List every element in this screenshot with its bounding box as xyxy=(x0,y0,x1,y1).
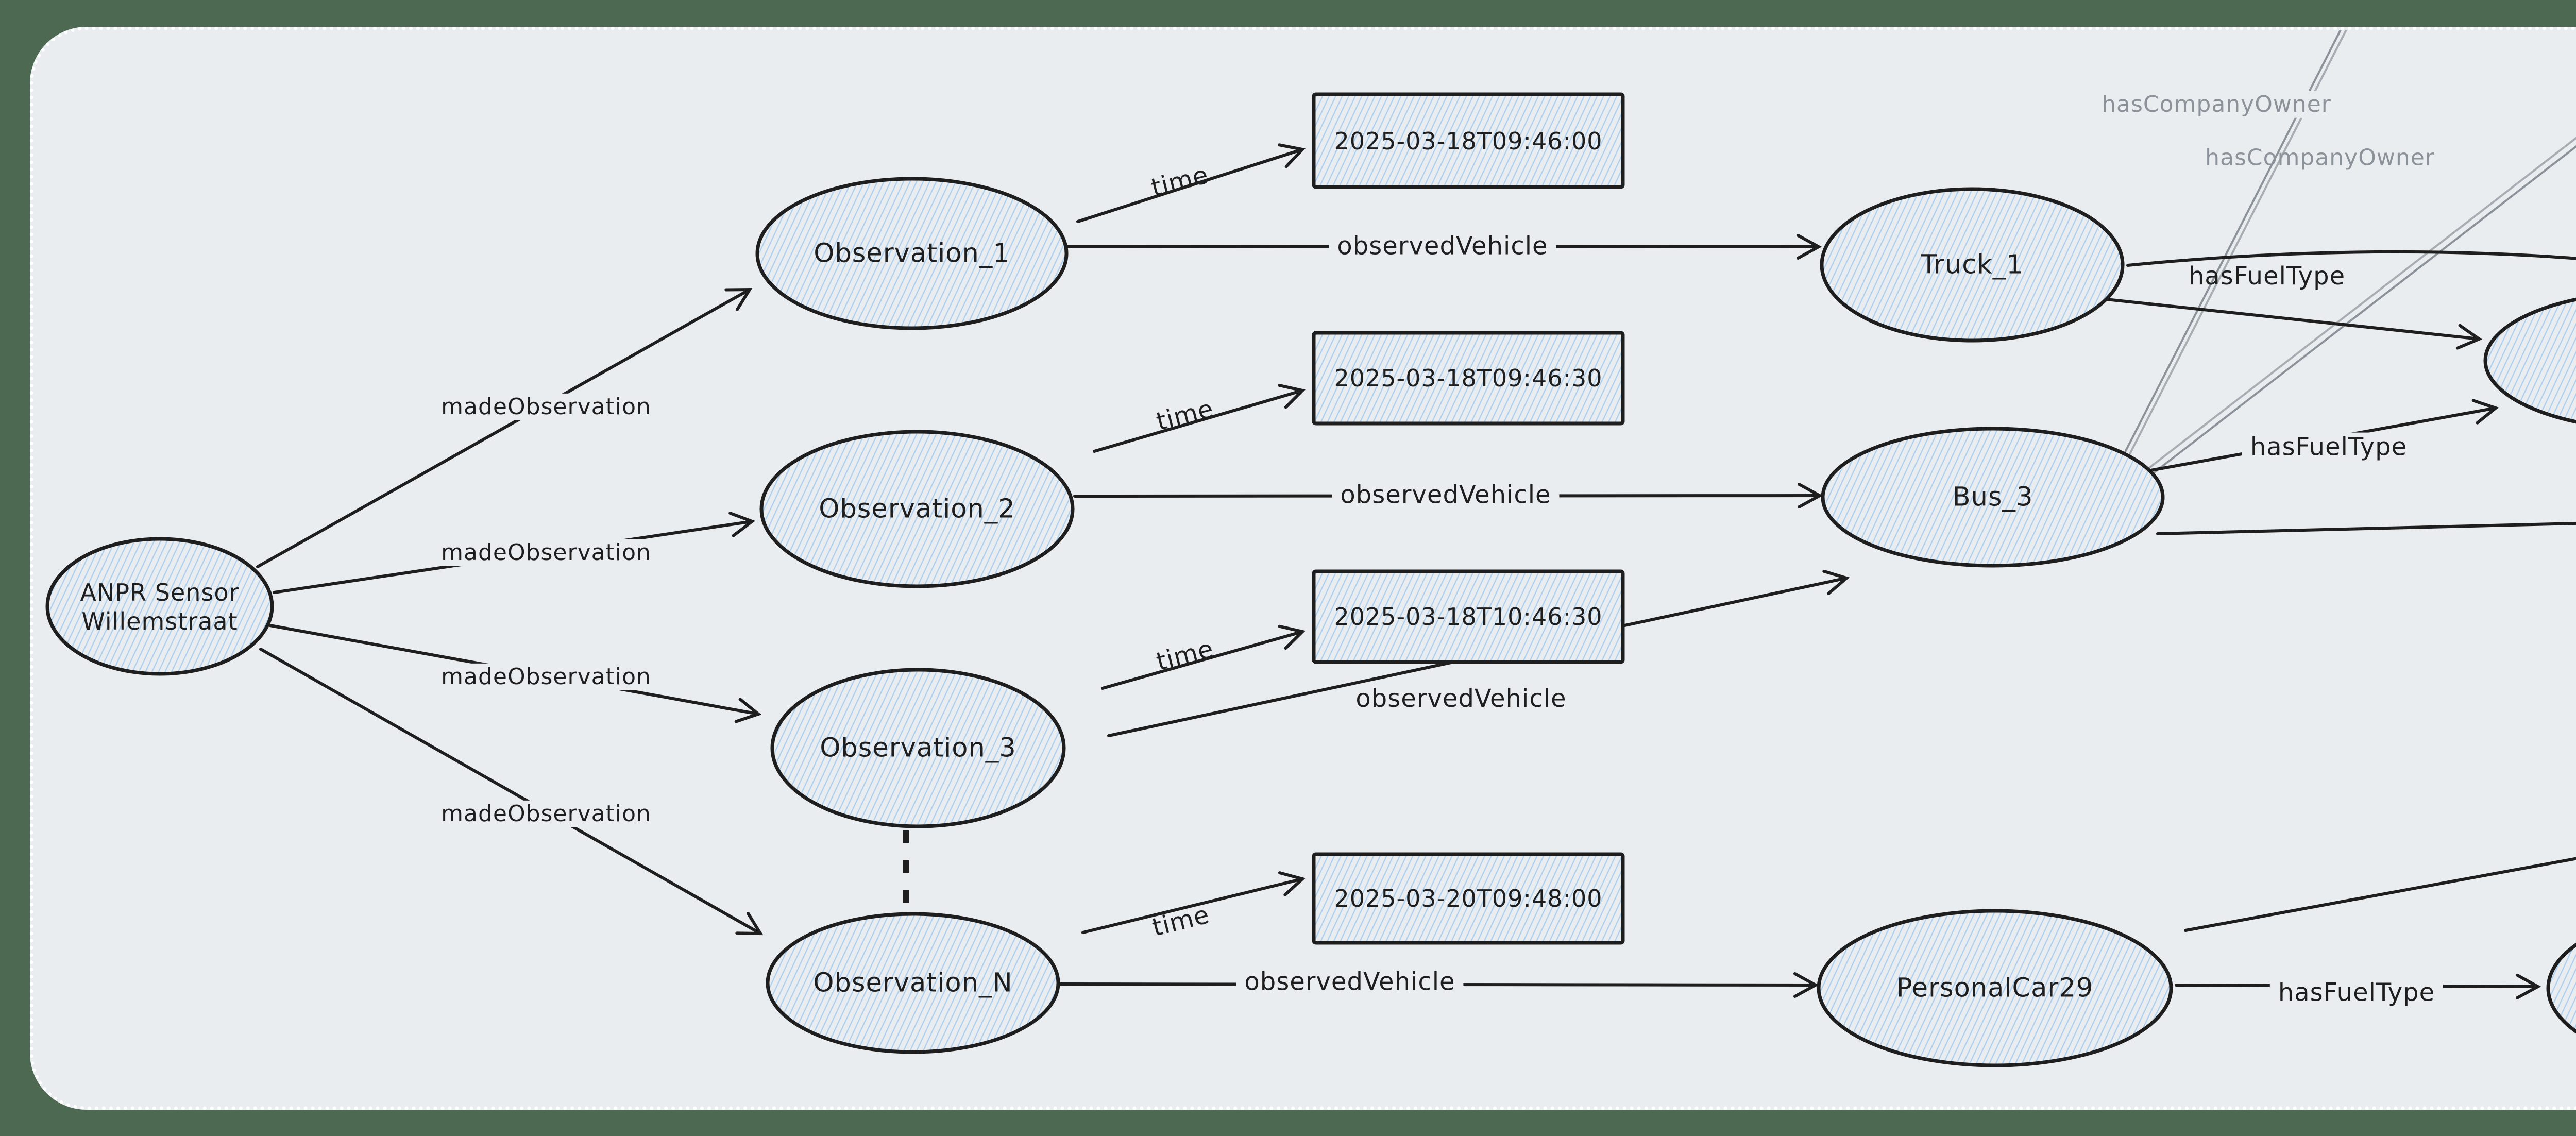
edge-label-observed-vehicle-3[interactable]: observedVehicle xyxy=(1355,684,1567,713)
anpr-sensor-label-line2: Willemstraat xyxy=(81,607,238,635)
edge-time-1[interactable] xyxy=(1076,143,1306,223)
node-diesel[interactable] xyxy=(2483,292,2576,430)
node-bus-3[interactable] xyxy=(1821,427,2165,568)
observation-3-label[interactable]: Observation_3 xyxy=(820,733,1016,764)
node-observation-1[interactable] xyxy=(755,177,1069,330)
edge-time-3[interactable] xyxy=(1101,624,1306,690)
node-petrol[interactable] xyxy=(2546,910,2576,1066)
edge-label-has-company-owner-1[interactable]: hasCompanyOwner xyxy=(2093,91,2340,118)
anpr-sensor-label[interactable]: ANPR Sensor Willemstraat xyxy=(80,578,240,636)
node-observation-2[interactable] xyxy=(759,430,1075,588)
node-truck-1[interactable] xyxy=(1820,187,2125,343)
timestamp-3-value[interactable]: 2025-03-18T10:46:30 xyxy=(1334,603,1603,631)
bus-3-label[interactable]: Bus_3 xyxy=(1952,482,2033,513)
edge-label-has-company-owner-2[interactable]: hasCompanyOwner xyxy=(2205,144,2435,171)
edge-has-company-owner-2[interactable] xyxy=(2143,27,2576,481)
observation-n-label[interactable]: Observation_N xyxy=(813,968,1013,998)
edge-has-fuel-type-truck-diesel[interactable] xyxy=(2081,295,2483,350)
timestamp-2-value[interactable]: 2025-03-18T09:46:30 xyxy=(1334,364,1603,392)
edge-label-made-observation-2[interactable]: madeObservation xyxy=(433,539,659,567)
edge-has-company-owner-2-sketch xyxy=(2138,137,2576,477)
diagram-shapes-layer xyxy=(45,27,2576,1067)
anpr-sensor-label-line1: ANPR Sensor xyxy=(80,578,240,606)
observation-1-label[interactable]: Observation_1 xyxy=(814,238,1010,269)
node-observation-3[interactable] xyxy=(770,668,1066,828)
node-timestamp-3[interactable] xyxy=(1312,569,1625,664)
edge-label-observed-vehicle-4[interactable]: observedVehicle xyxy=(1236,967,1464,997)
edge-time-4[interactable] xyxy=(1081,871,1306,934)
edge-has-emission-class-car-euro6[interactable] xyxy=(2184,777,2576,932)
edge-time-2[interactable] xyxy=(1093,384,1306,453)
edge-made-observation-1[interactable] xyxy=(256,287,753,568)
edge-label-made-observation-3[interactable]: madeObservation xyxy=(433,663,659,691)
edge-label-made-observation-4[interactable]: madeObservation xyxy=(433,800,659,828)
truck-1-label[interactable]: Truck_1 xyxy=(1921,249,2024,280)
edge-has-emission-class-bus-euro1[interactable] xyxy=(2156,389,2576,535)
edge-made-observation-4[interactable] xyxy=(259,648,764,936)
edge-label-has-fuel-type-2[interactable]: hasFuelType xyxy=(2242,432,2416,462)
edge-label-has-fuel-type-1[interactable]: hasFuelType xyxy=(2188,262,2346,291)
node-timestamp-4[interactable] xyxy=(1312,852,1625,945)
edge-has-emission-class-truck-euro1[interactable] xyxy=(2126,250,2576,335)
timestamp-1-value[interactable]: 2025-03-18T09:46:00 xyxy=(1334,127,1603,155)
node-personal-car-29[interactable] xyxy=(1817,909,2173,1067)
observation-2-label[interactable]: Observation_2 xyxy=(819,494,1015,524)
node-observation-n[interactable] xyxy=(766,912,1060,1054)
edge-label-observed-vehicle-1[interactable]: observedVehicle xyxy=(1329,231,1556,261)
edge-label-has-fuel-type-3[interactable]: hasFuelType xyxy=(2269,978,2444,1008)
edge-label-made-observation-1[interactable]: madeObservation xyxy=(433,393,659,421)
edge-has-company-owner-1-sketch xyxy=(2117,30,2347,478)
node-timestamp-2[interactable] xyxy=(1312,331,1625,426)
edge-has-company-owner-1[interactable] xyxy=(2110,27,2349,480)
diagram-world: ANPR Sensor Willemstraat Observation_1 O… xyxy=(33,27,2576,1106)
edge-label-observed-vehicle-2[interactable]: observedVehicle xyxy=(1332,480,1560,510)
node-anpr-sensor[interactable] xyxy=(45,537,274,676)
personal-car-29-label[interactable]: PersonalCar29 xyxy=(1896,973,2094,1004)
timestamp-4-value[interactable]: 2025-03-20T09:48:00 xyxy=(1334,885,1603,912)
node-timestamp-1[interactable] xyxy=(1312,92,1625,189)
diagram-canvas[interactable]: ANPR Sensor Willemstraat Observation_1 O… xyxy=(30,27,2576,1110)
